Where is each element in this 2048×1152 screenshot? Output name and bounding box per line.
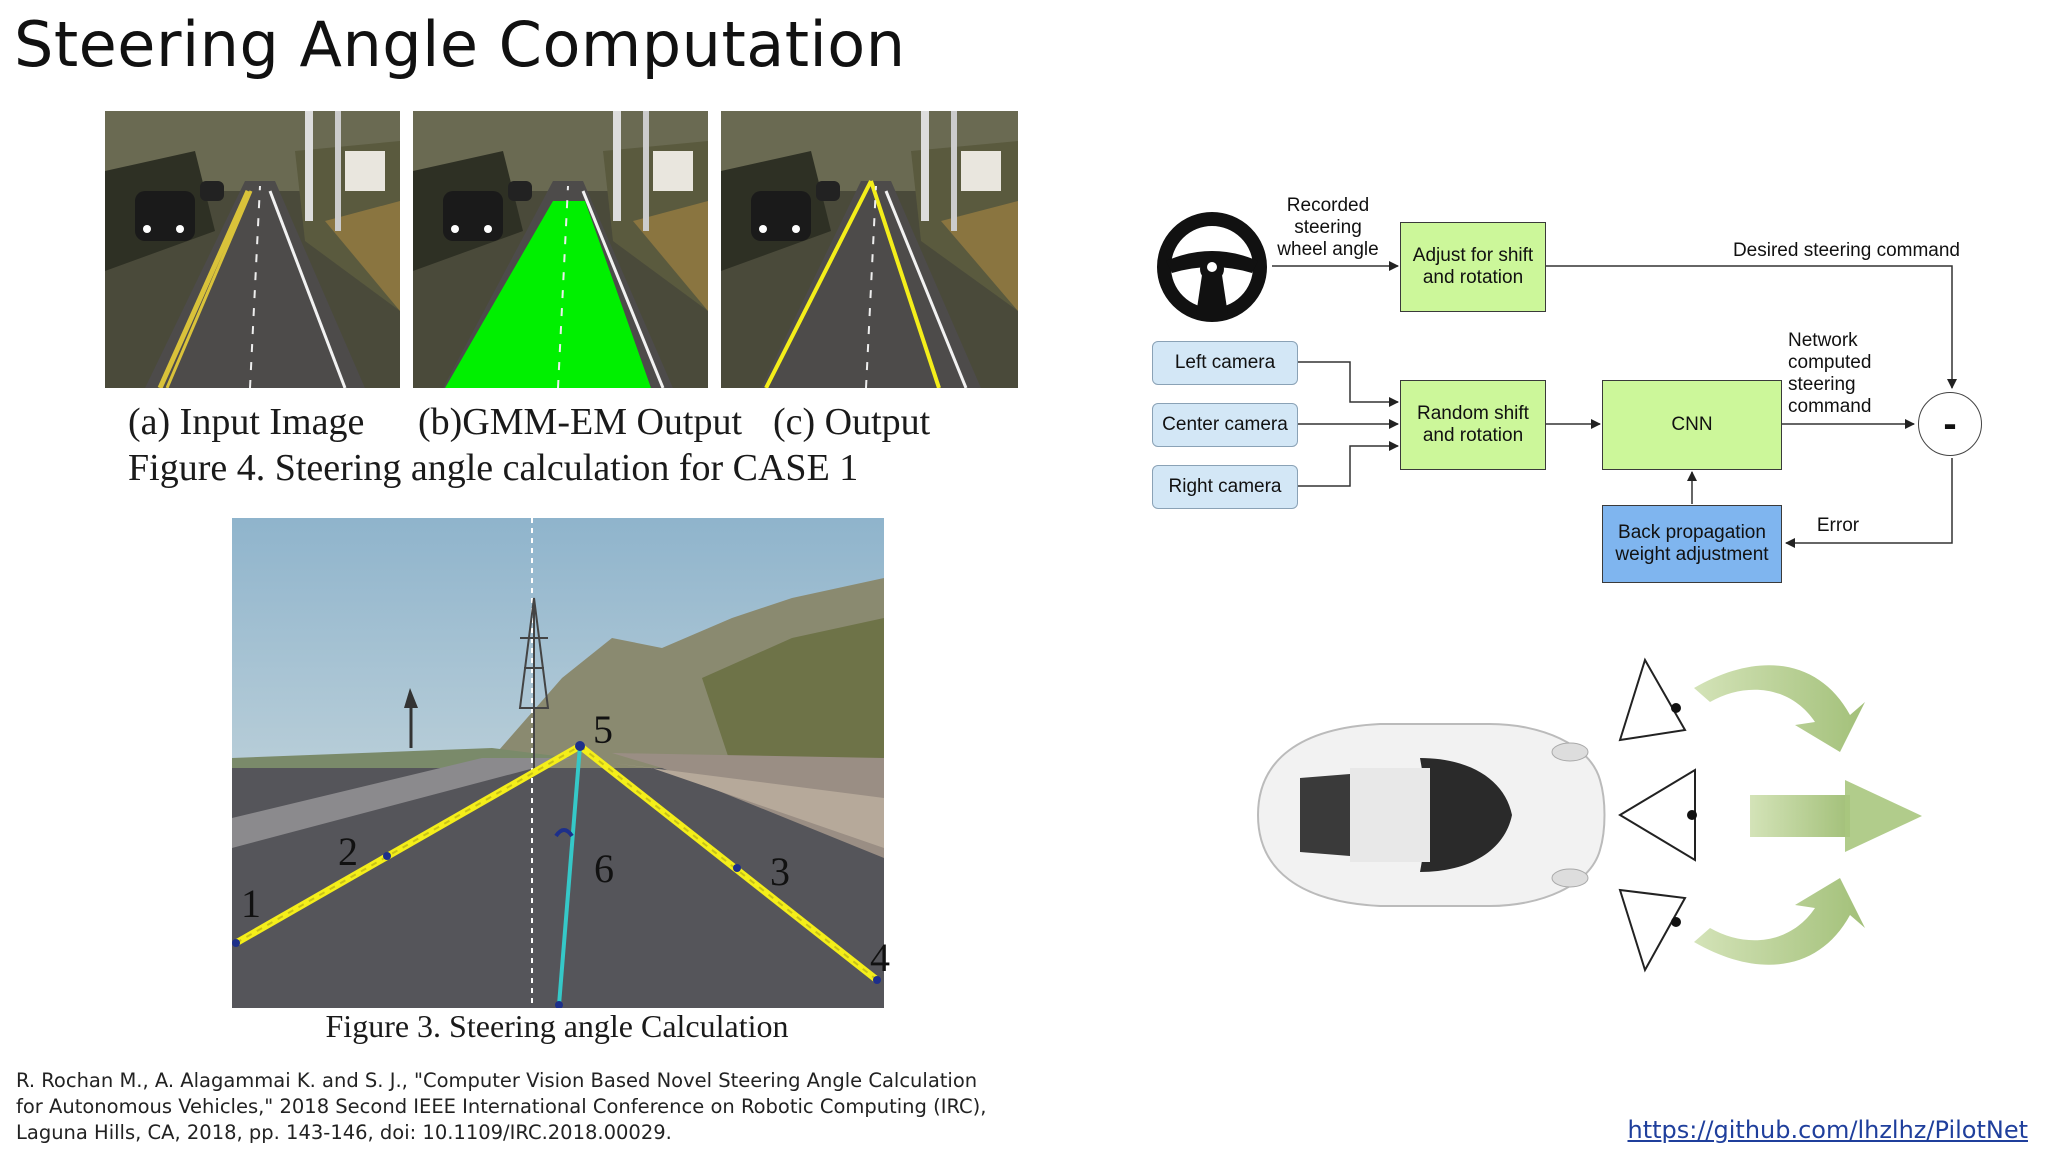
- slide-title: Steering Angle Computation: [14, 8, 906, 81]
- panel-label-c: (c) Output: [773, 401, 931, 443]
- point-label-6: 6: [594, 846, 614, 891]
- panel-label-a: (a) Input Image: [128, 401, 365, 443]
- point-label-4: 4: [870, 935, 890, 980]
- figure4-panel-labels: (a) Input Image (b)GMM-EM Output (c) Outpu…: [128, 400, 930, 444]
- figure3-road-image: [232, 518, 884, 1008]
- cnn-box: CNN: [1602, 380, 1782, 470]
- citation-line: R. Rochan M., A. Alagammai K. and S. J.,…: [16, 1069, 978, 1092]
- citation: R. Rochan M., A. Alagammai K. and S. J.,…: [16, 1068, 1016, 1146]
- figure4-input-image: [105, 111, 400, 388]
- backprop-box: Back propagation weight adjustment: [1602, 505, 1782, 583]
- error-label: Error: [1816, 515, 1860, 536]
- left-camera-box: Left camera: [1152, 341, 1298, 385]
- center-camera-box: Center camera: [1152, 403, 1298, 447]
- figure3-caption: Figure 3. Steering angle Calculation: [325, 1008, 789, 1044]
- figure4-gmm-em-output: [413, 111, 708, 388]
- network-computed-label: Network computed steering command: [1788, 330, 1872, 417]
- panel-label-b: (b)GMM-EM Output: [418, 401, 743, 443]
- point-label-2: 2: [338, 829, 358, 874]
- car-cameras-illustration: [1256, 657, 1922, 973]
- point-label-3: 3: [770, 849, 790, 894]
- recorded-angle-label: Recorded steering wheel angle: [1277, 195, 1379, 260]
- citation-line: Laguna Hills, CA, 2018, pp. 143-146, doi…: [16, 1121, 672, 1144]
- figure4-output: [721, 111, 1018, 388]
- pilotnet-link[interactable]: https://github.com/lhzlhz/PilotNet: [1627, 1116, 2028, 1144]
- adjust-shift-rotation-box: Adjust for shift and rotation: [1400, 222, 1546, 312]
- random-shift-rotation-box: Random shift and rotation: [1400, 380, 1546, 470]
- minus-operator: -: [1918, 392, 1982, 456]
- figure4-caption: Figure 4. Steering angle calculation for…: [128, 447, 859, 489]
- desired-steering-label: Desired steering command: [1732, 240, 1960, 261]
- citation-line: for Autonomous Vehicles," 2018 Second IE…: [16, 1095, 987, 1118]
- right-camera-box: Right camera: [1152, 465, 1298, 509]
- point-label-5: 5: [593, 707, 613, 752]
- steering-wheel-icon: [1157, 212, 1267, 322]
- point-label-1: 1: [241, 881, 261, 926]
